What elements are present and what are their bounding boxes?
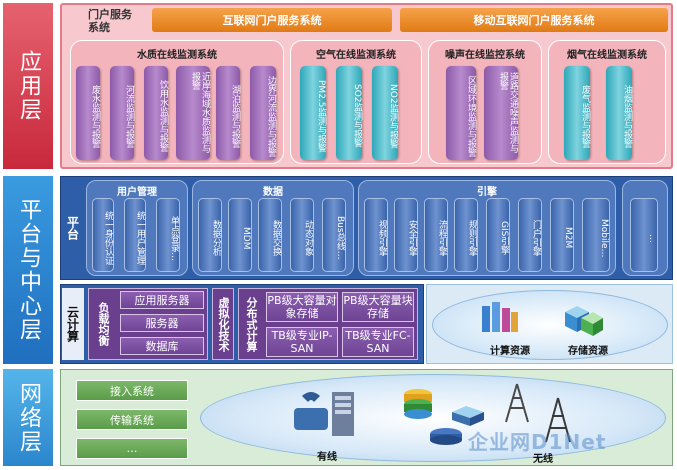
wireless-tower-icon [545, 397, 571, 443]
flue-gas-item-1[interactable]: 废气监测与报警 [564, 66, 590, 160]
engine-item-7[interactable]: M2M [550, 198, 574, 272]
data-item-1[interactable]: 数据分析 [198, 198, 222, 272]
noise-item-1[interactable]: 区域环境监测与报警 [446, 66, 476, 160]
storage-resource-label: 存储资源 [568, 346, 608, 357]
user-item-2[interactable]: 统一用户管理 [124, 198, 146, 272]
router-icon [430, 428, 462, 445]
access-system-box[interactable]: 接入系统 [76, 380, 188, 401]
fc-san-box[interactable]: TB级专业FC-SAN [342, 327, 414, 357]
server-box[interactable]: 服务器 [120, 314, 204, 332]
cloud-shape [432, 290, 668, 360]
storage-cubes-icon [565, 306, 603, 336]
data-item-5[interactable]: Bus总线… [322, 198, 346, 272]
engine-item-2[interactable]: 安全引擎 [394, 198, 418, 272]
virtualization-label: 虚拟化技术 [217, 296, 230, 352]
database-box[interactable]: 数据库 [120, 337, 204, 355]
user-item-3[interactable]: 单点登录… [156, 198, 180, 272]
air-item-3[interactable]: NO2监测与报警 [372, 66, 398, 160]
data-item-4[interactable]: 动态对象 [290, 198, 314, 272]
user-item-1[interactable]: 统一身份认证 [92, 198, 114, 272]
network-cloud-shape [200, 374, 666, 462]
data-item-2[interactable]: MDM [228, 198, 252, 272]
engine-item-8[interactable]: Mobile… [582, 198, 610, 272]
cloud-label: 云计算 [62, 288, 84, 360]
water-group-title: 水质在线监测系统 [137, 50, 217, 61]
wired-label: 有线 [317, 452, 337, 463]
transmission-system-box[interactable]: 传输系统 [76, 409, 188, 430]
compute-servers-icon [482, 302, 518, 332]
distributed-label: 分布式计算 [245, 296, 258, 352]
engine-item-5[interactable]: GIS引擎 [486, 198, 510, 272]
radio-tower-icon [505, 383, 529, 423]
mobile-portal-bar[interactable]: 移动互联网门户服务系统 [400, 8, 668, 32]
air-item-2[interactable]: SO2监测与报警 [336, 66, 362, 160]
switch-icon [452, 406, 484, 426]
wireless-label: 无线 [533, 454, 553, 465]
water-item-5[interactable]: 湖泊监测与报警 [216, 66, 240, 160]
engine-item-3[interactable]: 流程引擎 [424, 198, 448, 272]
noise-group-title: 噪声在线监控系统 [445, 50, 525, 61]
engine-item-4[interactable]: 规则引擎 [454, 198, 478, 272]
app-server-box[interactable]: 应用服务器 [120, 291, 204, 309]
flue-gas-group-title: 烟气在线监测系统 [567, 50, 647, 61]
app-layer-label: 应用层 [3, 3, 53, 169]
network-layer-label: 网络层 [3, 369, 53, 466]
compute-resource-label: 计算资源 [490, 346, 530, 357]
more-system-box[interactable]: … [76, 438, 188, 459]
load-balance-label: 负载均衡 [97, 302, 110, 346]
ip-san-box[interactable]: TB级专业IP-SAN [266, 327, 338, 357]
water-item-6[interactable]: 边界河流监测与报警 [250, 66, 276, 160]
more-item[interactable]: … [630, 198, 658, 272]
data-group-title: 数据 [263, 187, 283, 198]
watermark: 企业网D1Net [468, 430, 607, 454]
engine-item-6[interactable]: 门户引擎 [518, 198, 542, 272]
data-item-3[interactable]: 数据交换 [258, 198, 282, 272]
wired-equipment-icon [294, 392, 354, 436]
internet-portal-bar[interactable]: 互联网门户服务系统 [152, 8, 392, 32]
portal-label: 门户服务系统 [88, 8, 132, 34]
engine-group-title: 引擎 [477, 187, 497, 198]
air-item-1[interactable]: PM2.5监测与报警 [300, 66, 326, 160]
virtualization-panel [212, 288, 234, 360]
flue-gas-item-2[interactable]: 油烟监测与报警 [606, 66, 632, 160]
object-storage-box[interactable]: PB级大容量对象存储 [266, 292, 338, 322]
block-storage-box[interactable]: PB级大容量块存储 [342, 292, 414, 322]
water-item-3[interactable]: 饮用水监测与报警 [144, 66, 168, 160]
platform-layer-label: 平台与中心层 [3, 176, 53, 364]
user-mgmt-title: 用户管理 [117, 187, 157, 198]
water-item-2[interactable]: 河流监测与报警 [110, 66, 134, 160]
platform-label: 平台 [65, 216, 80, 240]
database-stack-icon [404, 389, 432, 419]
water-item-1[interactable]: 废水监测与报警 [76, 66, 100, 160]
water-item-4[interactable]: 近岸海域水质监测与报警 [176, 66, 210, 160]
air-group-title: 空气在线监测系统 [316, 50, 396, 61]
engine-item-1[interactable]: 视频引擎 [364, 198, 388, 272]
noise-item-2[interactable]: 道路交通噪声监测与报警 [484, 66, 518, 160]
